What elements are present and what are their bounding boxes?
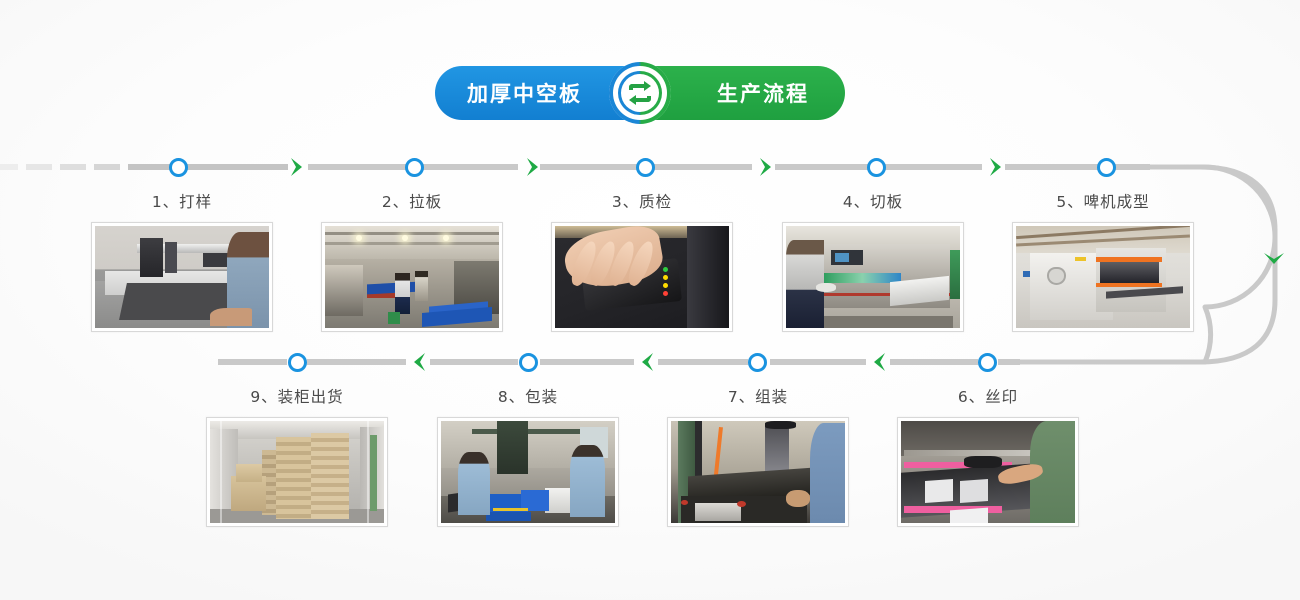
chevron-right-icon-2 — [524, 156, 544, 178]
step-9-label: 9、装柜出货 — [250, 388, 344, 406]
step-7-label: 7、组装 — [727, 388, 789, 406]
step-2-thumbnail[interactable] — [321, 222, 503, 332]
step-6-thumbnail[interactable] — [897, 417, 1079, 527]
chevron-right-icon-4 — [987, 156, 1007, 178]
step-3[interactable]: 3、质检 — [542, 190, 742, 332]
chevron-left-icon-1 — [868, 351, 888, 373]
flow-node-3 — [635, 157, 655, 177]
step-7-thumbnail[interactable] — [667, 417, 849, 527]
step-6[interactable]: 6、丝印 — [888, 385, 1088, 527]
step-1-thumbnail[interactable] — [91, 222, 273, 332]
banner-right-text: 生产流程 — [717, 82, 809, 106]
step-5[interactable]: 5、啤机成型 — [1003, 190, 1203, 332]
flow-node-7 — [747, 352, 767, 372]
flow-node-6 — [977, 352, 997, 372]
flow-node-4 — [866, 157, 886, 177]
flow-node-2 — [404, 157, 424, 177]
banner-left-text: 加厚中空板 — [467, 82, 582, 106]
flow-node-9 — [287, 352, 307, 372]
assembly-riveting-photo — [671, 421, 845, 523]
step-9[interactable]: 9、装柜出货 — [197, 385, 397, 527]
badge-ring-inner — [618, 71, 662, 115]
chevron-right-icon-1 — [288, 156, 308, 178]
chevron-down-icon — [1262, 250, 1286, 271]
step-3-thumbnail[interactable] — [551, 222, 733, 332]
packing-workers-photo — [441, 421, 615, 523]
step-1[interactable]: 1、打样 — [82, 190, 282, 332]
flow-node-8 — [518, 352, 538, 372]
banner-left-panel: 加厚中空板 — [435, 66, 640, 120]
board-cutting-machine-photo — [786, 226, 960, 328]
die-cutting-forming-machine-photo — [1016, 226, 1190, 328]
step-1-label: 1、打样 — [151, 193, 213, 211]
step-4[interactable]: 4、切板 — [773, 190, 973, 332]
step-5-label: 5、啤机成型 — [1056, 193, 1150, 211]
step-2[interactable]: 2、拉板 — [312, 190, 512, 332]
step-4-thumbnail[interactable] — [782, 222, 964, 332]
step-7[interactable]: 7、组装 — [658, 385, 858, 527]
chevron-left-icon-2 — [636, 351, 656, 373]
recycle-arrows-glyph — [629, 81, 651, 105]
step-8-thumbnail[interactable] — [437, 417, 619, 527]
step-3-label: 3、质检 — [611, 193, 673, 211]
chevron-left-icon-3 — [408, 351, 428, 373]
recycle-arrows-icon — [609, 62, 671, 124]
step-9-thumbnail[interactable] — [206, 417, 388, 527]
banner: 加厚中空板 生产流程 — [435, 62, 845, 124]
step-8-label: 8、包装 — [497, 388, 559, 406]
sheet-extrusion-factory-photo — [325, 226, 499, 328]
flow-node-5 — [1096, 157, 1116, 177]
banner-right-panel: 生产流程 — [640, 66, 845, 120]
container-loading-photo — [210, 421, 384, 523]
step-5-thumbnail[interactable] — [1012, 222, 1194, 332]
step-8[interactable]: 8、包装 — [428, 385, 628, 527]
step-2-label: 2、拉板 — [381, 193, 443, 211]
step-6-label: 6、丝印 — [957, 388, 1019, 406]
screen-printing-photo — [901, 421, 1075, 523]
flow-node-1 — [168, 157, 188, 177]
quality-inspection-tester-photo — [555, 226, 729, 328]
step-4-label: 4、切板 — [842, 193, 904, 211]
chevron-right-icon-3 — [757, 156, 777, 178]
prototype-cnc-cutting-photo — [95, 226, 269, 328]
